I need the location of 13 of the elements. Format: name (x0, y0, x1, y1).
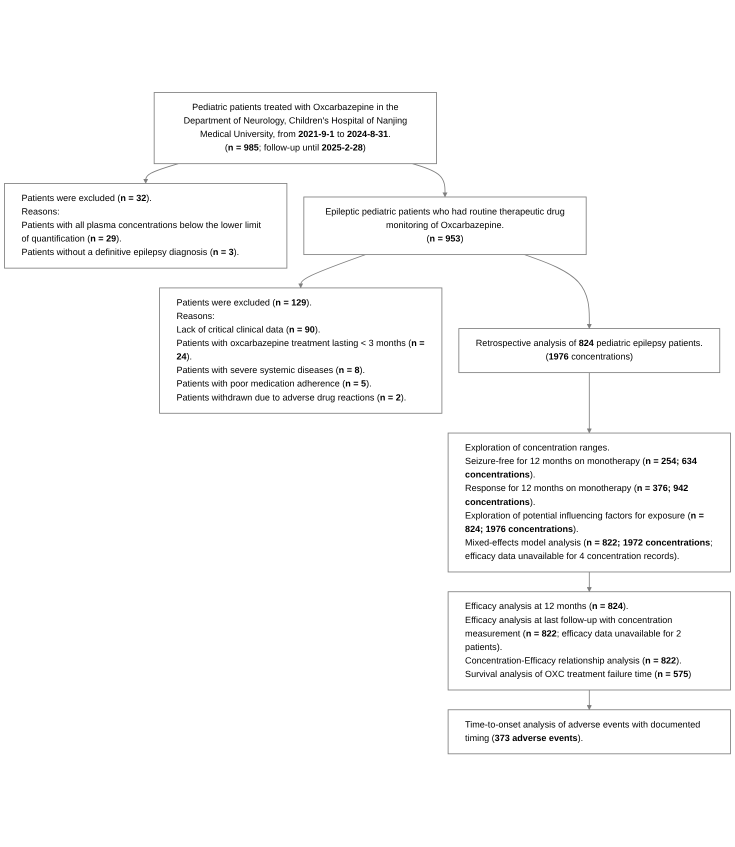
arrow (586, 690, 592, 710)
node-box: Pediatric patients treated with Oxcarbazepine in the Department of Neurology, Children's Hospital of Nanjing Medical University, from 2021-9-1 to 2024-8-31. (n = 985; follow-up until 2025-2-28) (154, 92, 437, 164)
node-box: Retrospective analysis of 824 pediatric epilepsy patients. (1976 concentrations) (458, 328, 720, 374)
node-box: Exploration of concentration ranges. Seizure-free for 12 months on monotherapy (n = 254; 634 concentrations). Response for 12 months on monotherapy (n = 376; 942 concentrations). Exploration of potential influencing factors for exposure (n = 824; 1976 concentrations). Mixed-effects model analysis (n = 822; 1972 concentrations; efficacy data unavailable for 4 concentration records). (448, 432, 731, 573)
node-box: Efficacy analysis at 12 months (n = 824). Efficacy analysis at last follow-up with concentration measurement (n = 822; efficacy data unavailable for 2 patients). Concentration-Efficacy relationship analysis (n = 822). Survival analysis of OXC treatment failure time (n = 575) (448, 592, 731, 691)
arrow (298, 254, 366, 288)
node-box: Patients were excluded (n = 32). Reasons: Patients with all plasma concentrations below the lower limit of quantification (n = 29). Patients without a definitive epilepsy diagnosis (n = 3). (4, 183, 288, 269)
arrow (524, 254, 592, 330)
node-box: Epileptic pediatric patients who had routine therapeutic drug monitoring of Oxcarbazepine. (n = 953) (303, 196, 587, 256)
arrow (586, 572, 592, 592)
node-box: Patients were excluded (n = 129). Reasons: Lack of critical clinical data (n = 90). Patients with oxcarbazepine treatment lasting < 3 months (n = 24). Patients with severe systemic diseases (n = 8). Patients with poor medication adherence (n = 5). Patients withdrawn due to adverse drug reactions (n = 2). (159, 288, 442, 414)
node-box: Time-to-onset analysis of adverse events with documented timing (373 adverse events). (448, 710, 731, 755)
arrow (586, 372, 592, 434)
